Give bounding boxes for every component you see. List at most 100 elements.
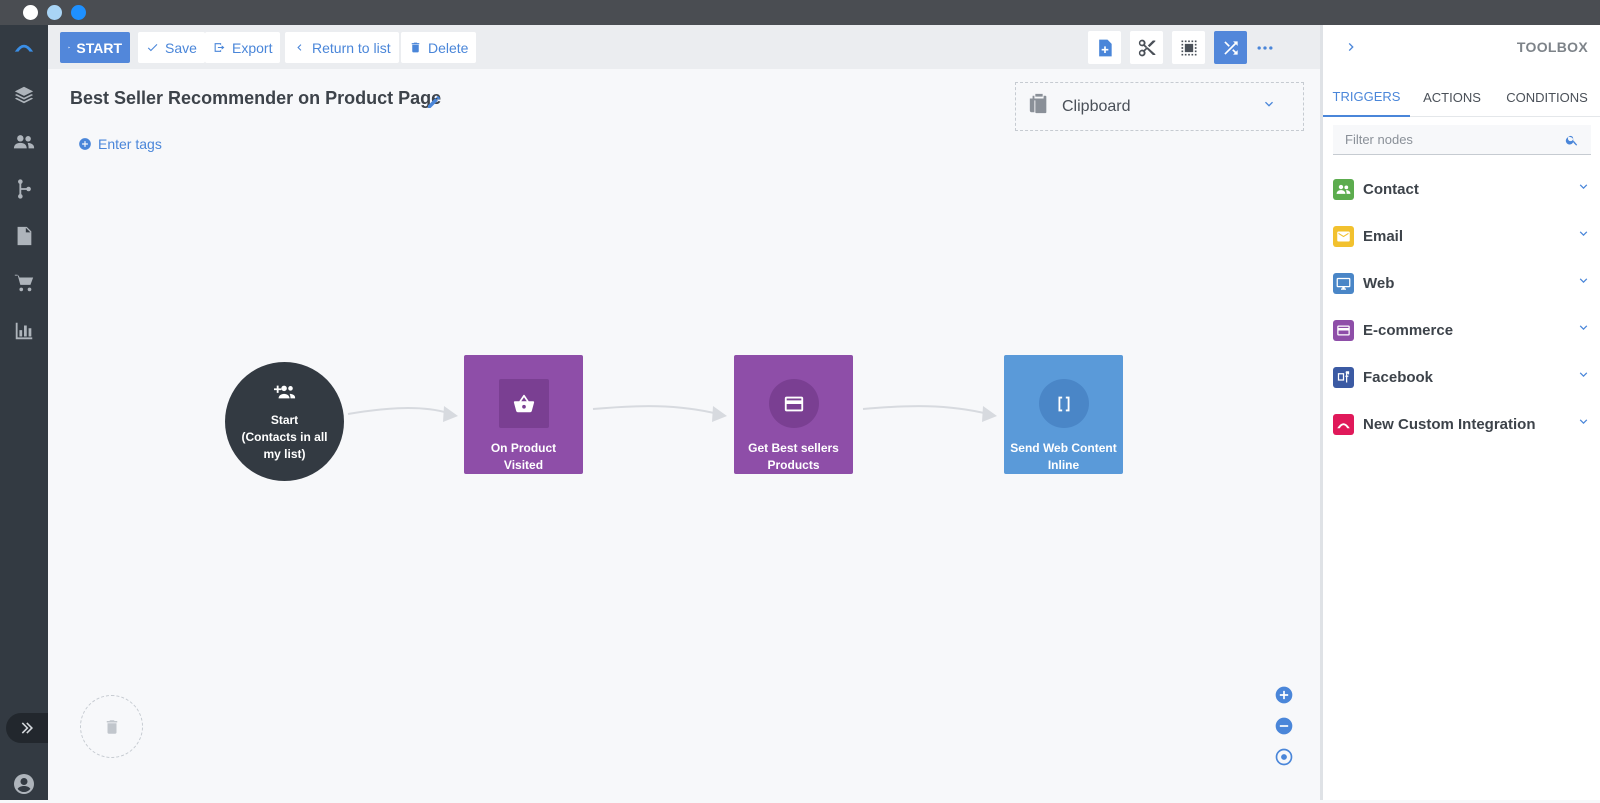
window-close-button[interactable] [23,5,38,20]
category-label: Web [1363,274,1395,292]
filter-nodes-input[interactable] [1345,132,1565,147]
search-icon[interactable] [1565,133,1579,147]
card-icon [1333,319,1354,341]
left-nav [0,25,48,800]
add-group-icon [273,381,296,412]
people-icon [13,135,35,149]
document-icon [17,226,32,246]
category-label: New Custom Integration [1363,415,1536,433]
save-button-label: Save [165,39,197,56]
select-all-button[interactable] [1172,31,1205,64]
category-new-custom-integration[interactable]: New Custom Integration [1333,409,1591,439]
enter-tags-label: Enter tags [98,136,162,152]
toolbox-panel: TOOLBOX TRIGGERS ACTIONS CONDITIONS Cont… [1320,25,1600,800]
enter-tags-button[interactable]: Enter tags [78,136,162,152]
plus-circle-icon [1275,686,1293,704]
nav-campaigns[interactable] [0,73,48,117]
double-chevron-right-icon [21,722,33,734]
nav-reports[interactable] [0,309,48,353]
connector-3-arrow [982,406,997,422]
start-node[interactable]: Start (Contacts in all my list) [225,362,344,481]
card-icon [768,379,819,428]
more-options-button[interactable] [1248,31,1281,64]
tab-conditions[interactable]: CONDITIONS [1506,89,1588,105]
return-to-list-button[interactable]: Return to list [285,32,399,63]
category-email[interactable]: Email [1333,221,1591,251]
edit-title-button[interactable] [426,94,442,110]
window-titlebar [0,0,1600,25]
delete-button[interactable]: Delete [401,32,477,63]
basket-icon [498,379,549,428]
category-contact[interactable]: Contact [1333,174,1591,204]
start-button-label: START [76,39,122,56]
more-horizontal-icon [1257,45,1272,50]
facebook-icon [1333,366,1354,388]
window-maximize-button[interactable] [71,5,86,20]
trash-drop-zone[interactable] [80,695,143,758]
tab-triggers[interactable]: TRIGGERS [1323,77,1410,117]
auto-layout-button[interactable] [1214,31,1247,64]
chevron-down-icon[interactable] [1261,96,1277,117]
chevron-right-icon [1348,43,1354,51]
node-label: On Product Visited [490,441,557,472]
category-label: Email [1363,227,1404,245]
nav-automation[interactable] [0,167,48,211]
delete-button-label: Delete [428,39,469,56]
plus-circle-icon [79,138,91,150]
export-icon [214,43,225,52]
start-button[interactable]: START [60,32,130,63]
category-ecommerce[interactable]: E-commerce [1333,315,1591,345]
export-button[interactable]: Export [205,32,281,63]
connector-3 [862,405,989,415]
shuffle-icon [1223,40,1238,55]
category-label: E-commerce [1363,321,1454,339]
workflow-canvas[interactable]: Best Seller Recommender on Product Page … [48,69,1320,800]
recenter-button[interactable] [1274,747,1294,767]
nav-ecommerce[interactable] [0,261,48,305]
chevron-down-icon [1576,226,1591,246]
filter-nodes-field [1333,125,1591,155]
chevron-down-icon [1576,179,1591,199]
layers-icon [14,86,34,104]
zoom-out-button[interactable] [1274,716,1294,736]
cut-button[interactable] [1130,31,1163,64]
category-web[interactable]: Web [1333,268,1591,298]
zoom-in-button[interactable] [1274,685,1294,705]
clipboard-panel[interactable]: Clipboard [1015,82,1304,131]
save-button[interactable]: Save [138,32,205,63]
nav-account[interactable] [0,765,48,803]
nav-content[interactable] [0,214,48,258]
brackets-icon [1038,379,1089,428]
collapse-toolbox-button[interactable] [1343,39,1359,60]
brand-arc-icon [14,44,34,52]
nav-expand-button[interactable] [6,713,48,743]
pencil-icon [428,96,440,108]
minus-circle-icon [1275,717,1293,735]
toolbox-tabs: TRIGGERS ACTIONS CONDITIONS [1323,77,1600,117]
tab-actions[interactable]: ACTIONS [1423,89,1481,105]
connector-2-arrow [712,406,727,422]
chevron-down-icon [1576,414,1591,434]
brand-arc-icon [1333,413,1354,435]
envelope-icon [1333,225,1354,247]
people-icon [1333,178,1354,200]
nav-logo[interactable] [0,25,48,69]
on-product-visited-node[interactable]: On Product Visited [464,355,583,474]
connector-2 [592,405,719,415]
send-web-content-node[interactable]: Send Web Content Inline [1004,355,1123,474]
select-area-icon [1181,40,1196,55]
connector-1-arrow [443,406,458,422]
category-facebook[interactable]: Facebook [1333,362,1591,392]
chevron-down-icon [1576,320,1591,340]
add-note-button[interactable] [1088,31,1121,64]
clipboard-label: Clipboard [1062,97,1131,115]
scissors-icon [1138,39,1155,56]
window-minimize-button[interactable] [47,5,62,20]
editor-toolbar: START Save Export Return to list Delete [48,25,1320,69]
chevron-left-icon [297,44,302,51]
trash-icon [411,42,420,53]
export-button-label: Export [232,39,273,56]
nav-contacts[interactable] [0,120,48,164]
get-best-sellers-node[interactable]: Get Best sellers Products [734,355,853,474]
user-circle-icon [14,774,34,794]
